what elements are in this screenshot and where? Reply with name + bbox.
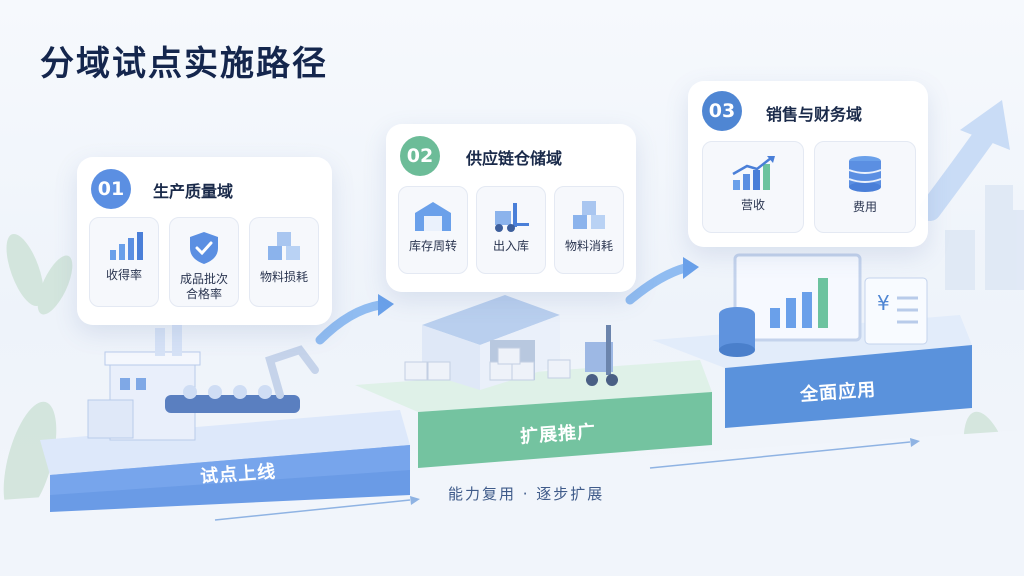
metric-tile-material-loss: 物料损耗 [249,217,319,307]
metric-label: 库存周转 [408,239,457,253]
growth-arrow-head [960,100,1010,150]
cubes-icon [268,232,300,260]
domain-title: 供应链仓储域 [466,149,563,168]
domain-card-production: 01 生产质量域 收得率 成品批次 合格率 物料损耗 [77,157,332,325]
forklift-icon [495,203,529,232]
metric-tile-pass-rate: 成品批次 合格率 [169,217,239,307]
metric-label: 费用 [852,200,877,214]
stage-label-full: 全面应用 [799,379,877,406]
metric-tile-material-consumption: 物料消耗 [554,186,624,274]
forklift-illustration [585,325,618,386]
metric-tile-expense: 费用 [814,141,916,233]
platform-stage-2 [355,360,712,468]
metric-label: 物料损耗 [259,270,308,284]
database-icon [848,156,882,192]
metric-tile-yield: 收得率 [89,217,159,307]
bottom-caption: 能力复用 · 逐步扩展 [448,485,605,503]
metric-tile-inout: 出入库 [476,186,546,274]
warehouse-illustration [404,295,618,390]
metric-label: 营收 [740,198,765,212]
growth-chart-icon [732,156,775,190]
stage-label-pilot: 试点上线 [199,461,277,488]
warehouse-icon [415,202,451,231]
metric-label: 出入库 [492,239,529,253]
platform-stage-1 [40,410,410,512]
domain-card-sales-finance: 03 销售与财务域 营收 费用 [688,81,928,247]
cubes-icon [573,201,605,229]
svg-text:¥: ¥ [877,291,890,315]
growth-arrow [919,124,996,221]
metric-tile-inventory: 库存周转 [398,186,468,274]
domain-card-supply-chain: 02 供应链仓储域 库存周转 出入库 物料 [386,124,636,292]
shield-check-icon [190,232,218,264]
domain-title: 生产质量域 [153,182,234,201]
domain-number-badge: 03 [702,91,742,131]
coin-stack [719,307,755,357]
domain-title: 销售与财务域 [766,105,863,124]
city-silhouette [945,185,1024,290]
factory-illustration [87,322,319,441]
metric-label: 收得率 [105,268,142,282]
metric-label: 物料消耗 [564,239,613,253]
arrow-2-to-3 [625,263,690,305]
metric-label: 成品批次 合格率 [179,272,228,301]
page-title: 分域试点实施路径 [40,44,328,84]
stage-label-expand: 扩展推广 [519,421,597,448]
domain-number-badge: 01 [91,169,131,209]
bar-chart-icon [110,232,143,260]
arrow-1-to-2 [315,300,385,345]
dashboard-illustration: ¥ [719,253,928,357]
metric-tile-revenue: 营收 [702,141,804,233]
domain-number-badge: 02 [400,136,440,176]
